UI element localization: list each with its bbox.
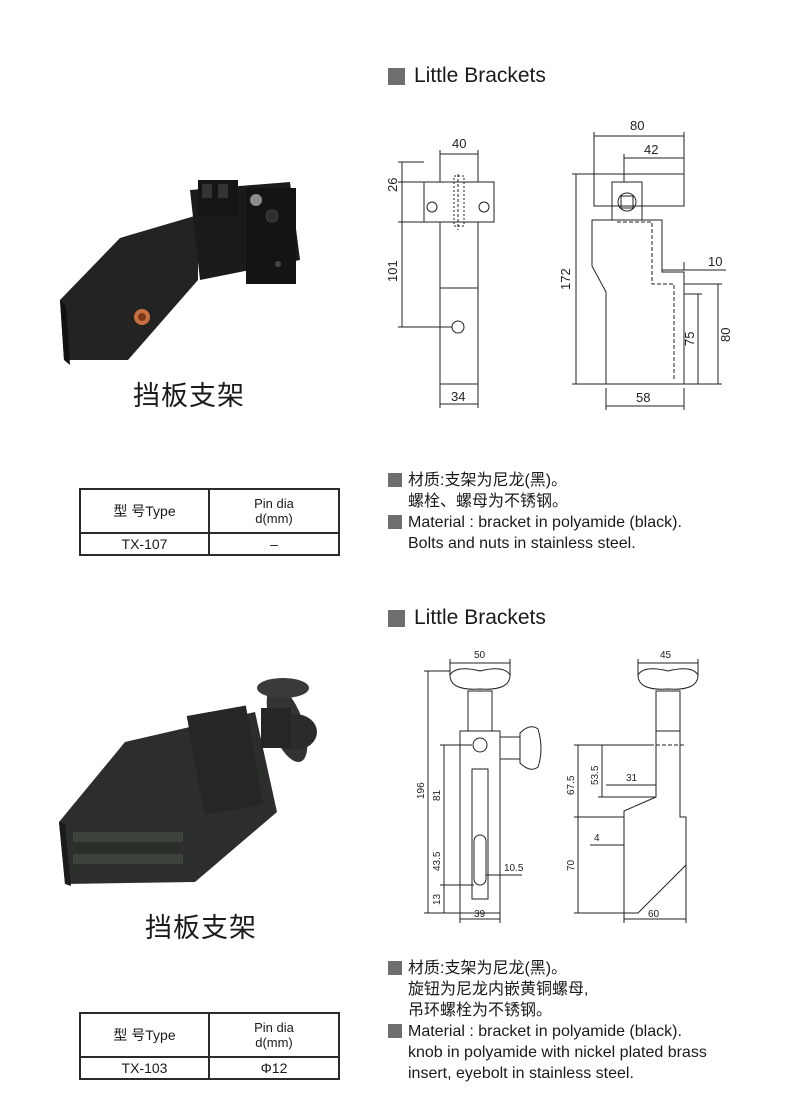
product-photo-tx107: [60, 180, 300, 365]
dim-front-width: 40: [452, 136, 466, 151]
section-2-title: Little Brackets: [388, 606, 546, 630]
dim-front-10-5: 10.5: [504, 863, 524, 874]
type-header: 型 号Type: [79, 1012, 210, 1058]
product-caption-cn: 挡板支架: [133, 381, 245, 412]
dim-side-4: 4: [594, 833, 600, 844]
pin-dia-header: Pin dia d(mm): [208, 1012, 340, 1058]
square-bullet-icon: [388, 515, 402, 529]
dim-front-top: 26: [385, 178, 400, 192]
section-1-title: Little Brackets: [388, 64, 546, 88]
pin-dia-header: Pin dia d(mm): [208, 488, 340, 534]
technical-drawing-2: 50 196 81 43.5 13 10.5 39 45 67.5 53.5 3…: [416, 650, 699, 923]
dim-side-67-5: 67.5: [566, 775, 577, 795]
dim-side-height: 172: [558, 268, 573, 290]
dim-front-base: 39: [474, 909, 486, 920]
material-notes-2: 材质:支架为尼龙(黑)。 旋钮为尼龙内嵌黄铜螺母, 吊环螺栓为不锈钢。 Mate…: [388, 958, 707, 1084]
spec-table-2: 型 号Type Pin dia d(mm) TX-103 Φ12: [79, 1012, 340, 1080]
dim-side-width: 80: [630, 118, 644, 133]
dim-front-width: 50: [474, 650, 486, 661]
technical-drawing-1: 40 26 101 34 80 42 172 10 75 80 58: [385, 118, 733, 410]
dim-side-width: 45: [660, 650, 672, 661]
dim-side-base: 58: [636, 390, 650, 405]
product-photo-tx103: [59, 678, 317, 886]
pin-dia-value: –: [208, 532, 340, 556]
dim-side-h80: 80: [718, 328, 733, 342]
dim-side-53-5: 53.5: [590, 765, 601, 785]
square-bullet-icon: [388, 1024, 402, 1038]
dim-front-13: 13: [432, 893, 443, 905]
dim-front-base: 34: [451, 389, 465, 404]
dim-front-height: 196: [416, 782, 427, 799]
spec-table-1: 型 号Type Pin dia d(mm) TX-107 –: [79, 488, 340, 556]
dim-front-height: 101: [385, 260, 400, 282]
type-value: TX-107: [79, 532, 210, 556]
square-bullet-icon: [388, 961, 402, 975]
product-caption-cn: 挡板支架: [145, 913, 257, 944]
dim-side-base: 60: [648, 909, 660, 920]
dim-front-43-5: 43.5: [432, 851, 443, 871]
dim-side-h75: 75: [682, 332, 697, 346]
dim-side-step: 10: [708, 254, 722, 269]
square-bullet-icon: [388, 609, 405, 627]
pin-dia-value: Φ12: [208, 1056, 340, 1080]
square-bullet-icon: [388, 67, 405, 85]
type-header: 型 号Type: [79, 488, 210, 534]
dim-front-81: 81: [432, 789, 443, 801]
dim-side-31: 31: [626, 773, 638, 784]
dim-side-inner: 42: [644, 142, 658, 157]
dim-side-70: 70: [566, 859, 577, 871]
square-bullet-icon: [388, 473, 402, 487]
material-notes-1: 材质:支架为尼龙(黑)。 螺栓、螺母为不锈钢。 Material : brack…: [388, 470, 682, 554]
type-value: TX-103: [79, 1056, 210, 1080]
